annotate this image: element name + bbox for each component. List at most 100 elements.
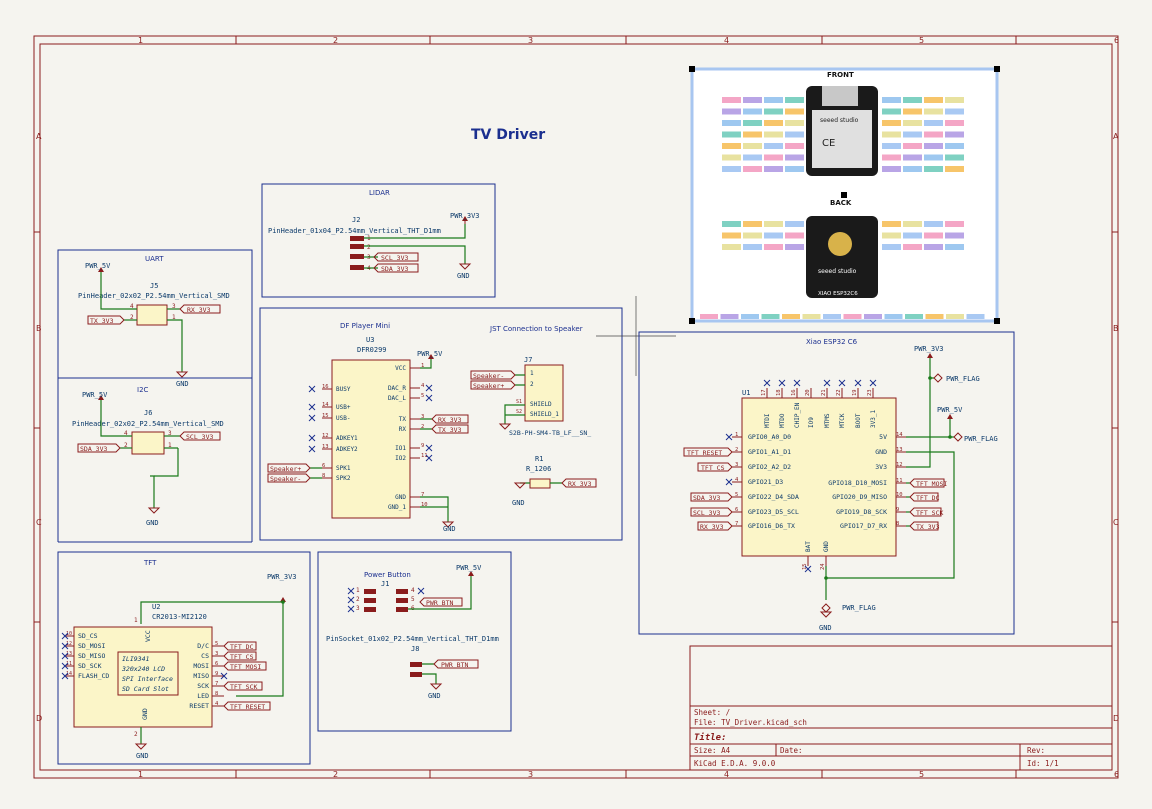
tft-label-cs[interactable]: [223, 651, 257, 661]
legend-tag: [864, 314, 882, 319]
xiao-top-pin-num: 21: [821, 389, 827, 396]
xiao-left-pin-num: 1: [735, 432, 738, 438]
xiao-label-tx[interactable]: [909, 521, 939, 531]
xiao-left-pin-name: GPIO0_A0_D0: [748, 433, 791, 441]
tft-inner-0: ILI9341: [122, 655, 149, 663]
uart-pin-1: 1: [172, 314, 176, 321]
tft-pwr-symbol: [280, 597, 286, 602]
power-nc-marks: [347, 587, 425, 613]
power-pin-5: 5: [411, 596, 415, 603]
pin-tag-right: [924, 108, 943, 115]
df-right-pin-name: RX: [399, 426, 407, 433]
no-connect-mark: [308, 403, 316, 411]
xiao-label-sda[interactable]: [690, 492, 733, 502]
df-label-spk-minus-shape[interactable]: [267, 473, 311, 483]
power-switch-right[interactable]: [396, 589, 408, 612]
xiao-right-pin-num: 9: [896, 507, 899, 513]
i2c-ref: J6: [144, 409, 152, 417]
xiao-bottom-pin-name: BAT: [805, 541, 812, 552]
uart-gnd-symbol: [175, 371, 189, 378]
xiao-top-pin-name: 3V3_1: [870, 410, 877, 428]
xiao-label-tft-cs[interactable]: [697, 462, 733, 472]
uart-label-tx-shape[interactable]: [87, 315, 125, 325]
pin-tag-left: [764, 108, 783, 115]
jst-title: JST Connection to Speaker: [489, 325, 583, 333]
xiao-label-tft-dc[interactable]: [909, 492, 939, 502]
pin-tag-left: [722, 120, 741, 126]
pin-tag-left: [722, 97, 741, 103]
tb-sheet: Sheet: /: [694, 708, 730, 717]
df-label-rx-shape[interactable]: [431, 414, 469, 424]
uart-gnd: GND: [176, 380, 189, 388]
xiao-left-pin-name: GPIO22_D4_SDA: [748, 493, 799, 501]
tft-inner-box: [117, 651, 179, 696]
col-label-bottom: 4: [724, 770, 729, 779]
pin-tag-right: [903, 244, 922, 250]
jst-label-spk-minus-shape[interactable]: [470, 370, 516, 380]
legend-tag: [741, 314, 759, 319]
df-right-pin-num: 3: [421, 414, 424, 420]
xiao-top-pin-name: MTDI: [764, 413, 771, 428]
pin-tag-right: [903, 154, 922, 161]
xiao-label-tft-mosi[interactable]: [909, 478, 945, 488]
resistor-gnd-symbol: [513, 482, 527, 489]
tft-vcc: VCC: [144, 630, 152, 642]
pin-tag-left: [785, 131, 804, 138]
tft-label-reset[interactable]: [223, 701, 271, 711]
tft-value: CR2013-MI2120: [152, 613, 207, 621]
board-image[interactable]: FRONT BACK seeed studio CE seeed studio …: [689, 66, 1000, 324]
xiao-label-scl[interactable]: [690, 507, 733, 517]
df-label-spk-plus-shape[interactable]: [267, 463, 311, 473]
pin-tag-right: [882, 143, 901, 149]
df-right-pin-num: 10: [421, 502, 428, 508]
dfplayer-pwr-symbol: [428, 354, 434, 359]
xiao-label-rx[interactable]: [697, 521, 733, 531]
dfplayer-ic[interactable]: [331, 359, 411, 519]
xiao-label-tft-sck[interactable]: [909, 507, 942, 517]
uart-connector[interactable]: [136, 304, 168, 326]
pin-tag-right: [945, 232, 964, 239]
xiao-bottom-pin-name: GND: [823, 541, 830, 552]
legend-tag: [720, 314, 739, 319]
tft-right-pin-num: 3: [215, 651, 218, 657]
tft-label-dc[interactable]: [223, 641, 257, 651]
resistor-symbol[interactable]: [529, 478, 551, 489]
no-connect-mark: [425, 384, 433, 392]
power-connector-j8[interactable]: [410, 662, 422, 677]
df-label-tx-shape[interactable]: [431, 424, 469, 434]
no-connect-mark: [425, 394, 433, 402]
xiao-label-tft-reset[interactable]: [683, 447, 733, 457]
tft-label-mosi[interactable]: [223, 661, 267, 671]
df-left-pin-name: ADKEY1: [336, 435, 358, 442]
row-label-right: A: [1113, 132, 1119, 141]
net-label-sda[interactable]: [373, 263, 419, 273]
tft-label-sck[interactable]: [223, 681, 263, 691]
legend-tag: [761, 314, 780, 319]
xiao-ic[interactable]: [741, 397, 897, 557]
pin-tag-right: [882, 166, 901, 172]
uart-label-rx-shape[interactable]: [179, 304, 221, 314]
xiao-pwr3v3-symbol: [927, 353, 933, 358]
tft-pin2: 2: [134, 731, 138, 738]
jst-label-spk-plus-shape[interactable]: [470, 380, 516, 390]
i2c-label-sda-shape[interactable]: [77, 443, 121, 453]
row-label-left: A: [36, 132, 42, 141]
pin-tag-left: [743, 166, 762, 172]
tft-label-sck-text: TFT_SCK: [230, 683, 257, 691]
net-label-scl[interactable]: [373, 252, 419, 262]
i2c-label-scl-shape[interactable]: [179, 431, 221, 441]
i2c-connector[interactable]: [131, 431, 165, 455]
xiao-label-tft-cs-text: TFT_CS: [701, 464, 725, 472]
power-label-2-shape[interactable]: [433, 659, 479, 669]
xiao-right-pin-name: 5V: [879, 433, 887, 441]
tft-box: [57, 551, 311, 765]
df-left-pin-name: SPK2: [336, 475, 351, 482]
power-pin-1: 1: [356, 587, 360, 594]
pin-tag-right: [903, 166, 922, 172]
jst-connector[interactable]: [524, 364, 564, 422]
lidar-connector[interactable]: [350, 236, 364, 270]
resistor-label-shape[interactable]: [561, 478, 597, 488]
uart-pin-4: 4: [130, 303, 134, 310]
power-label-1-shape[interactable]: [419, 597, 463, 607]
power-switch-left[interactable]: [364, 589, 376, 612]
